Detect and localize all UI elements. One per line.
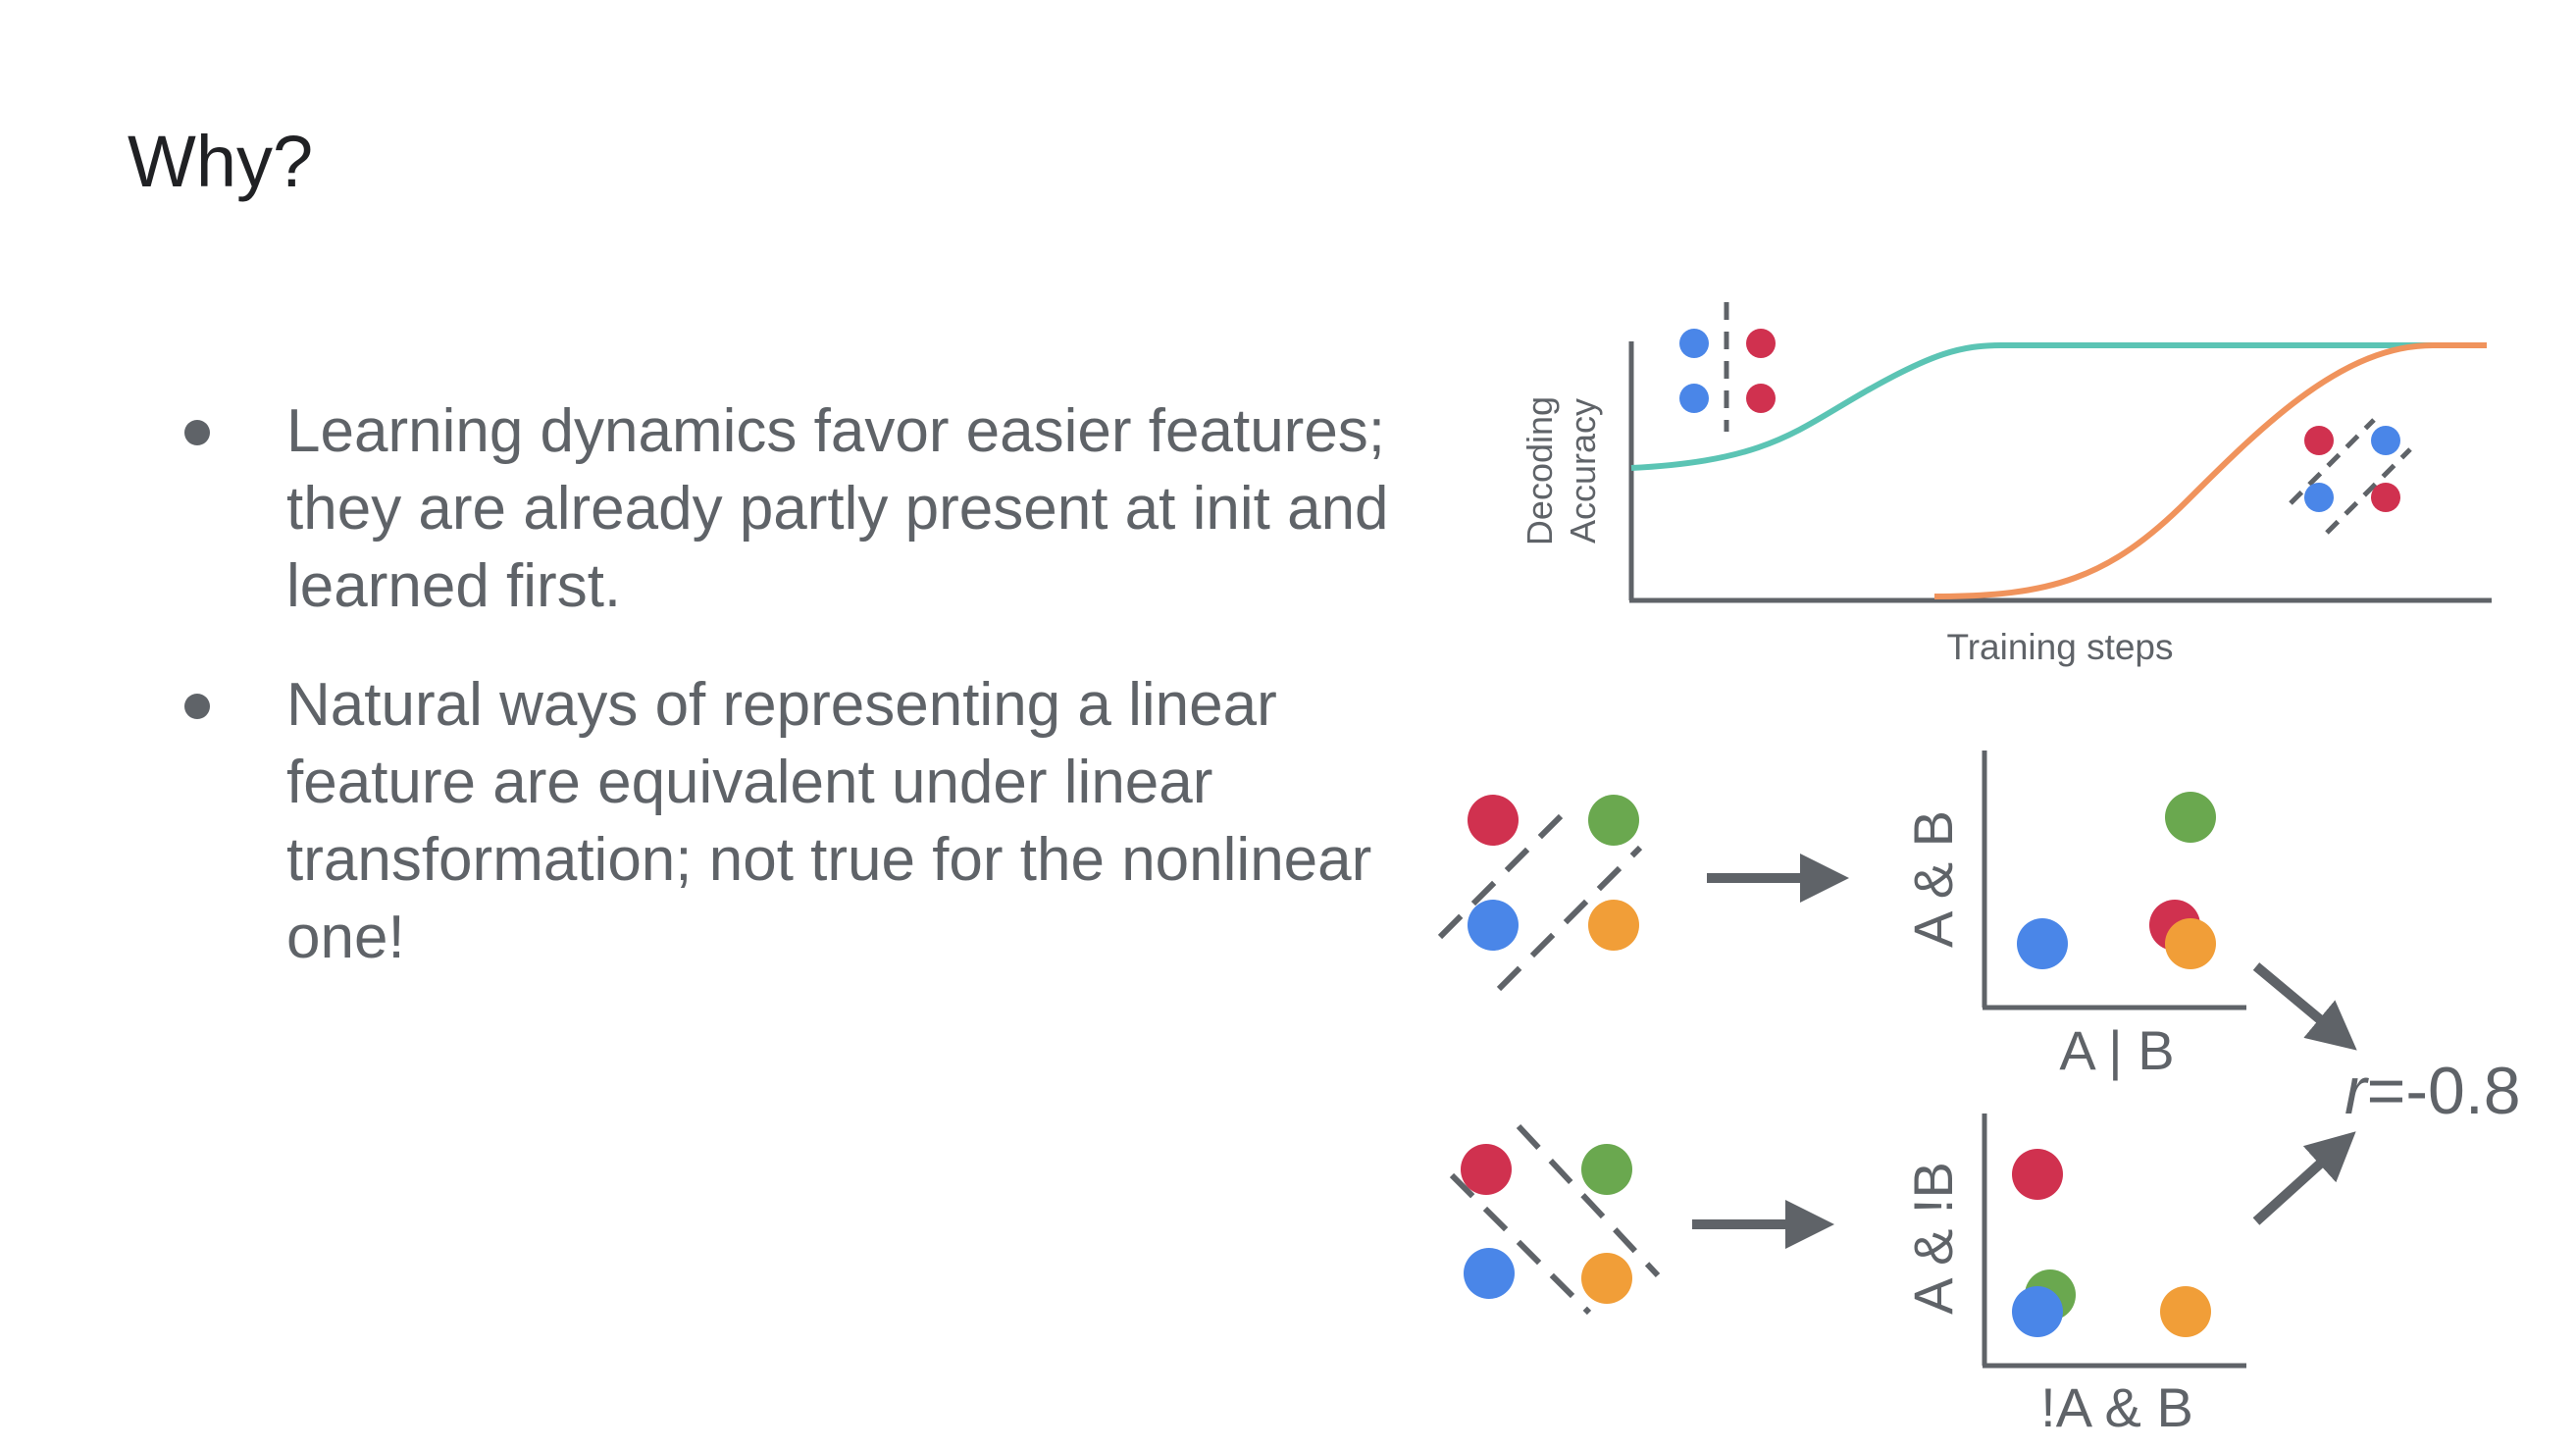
- red-dot: [1746, 329, 1776, 358]
- correlation-result: r=-0.8: [2344, 1054, 2521, 1128]
- separator-line: [1516, 1123, 1661, 1278]
- diagonal-arrow-icon: [2252, 962, 2357, 1051]
- blue-dot: [2017, 918, 2068, 969]
- red-dot: [1468, 795, 1519, 846]
- blue-dot: [1679, 384, 1709, 413]
- blue-dot: [2371, 426, 2400, 455]
- red-dot: [2371, 483, 2400, 512]
- green-dot: [2165, 792, 2216, 843]
- bullet-text: Natural ways of representing a linear fe…: [286, 671, 1372, 971]
- red-dot: [2304, 426, 2334, 455]
- bullet-list: Learning dynamics favor easier features;…: [177, 392, 1413, 1017]
- slide-title: Why?: [128, 121, 314, 202]
- xor-separation-inset: [2289, 418, 2412, 535]
- representation-one: A & B A | B: [1437, 751, 2246, 1081]
- green-dot: [1581, 1144, 1632, 1195]
- correlation-variable: r: [2344, 1054, 2369, 1128]
- bullet-text: Learning dynamics favor easier features;…: [286, 397, 1389, 620]
- bullet-item: Natural ways of representing a linear fe…: [177, 666, 1413, 976]
- x-axis-label: Training steps: [1946, 627, 2173, 667]
- red-dot: [1746, 384, 1776, 413]
- y-axis-label-line1: Decoding: [1520, 396, 1560, 545]
- orange-dot: [2165, 918, 2216, 969]
- blue-dot: [1468, 900, 1519, 951]
- blue-dot: [2304, 483, 2334, 512]
- plot2-y-label: A & !B: [1902, 1162, 1964, 1315]
- bullet-dot-icon: [184, 420, 210, 445]
- decoding-accuracy-chart: Decoding Accuracy Training steps: [1520, 302, 2492, 667]
- orange-dot: [1588, 900, 1639, 951]
- separator-line: [2325, 447, 2412, 535]
- linear-separation-inset: [1679, 302, 1776, 432]
- hard-feature-curve: [1933, 342, 2487, 599]
- bullet-dot-icon: [184, 694, 210, 719]
- orange-dot: [2160, 1286, 2211, 1337]
- orange-dot: [1581, 1253, 1632, 1304]
- diagonal-arrow-icon: [2252, 1131, 2356, 1225]
- correlation-value: =-0.8: [2367, 1054, 2521, 1128]
- plot1-y-label: A & B: [1902, 810, 1964, 948]
- blue-dot: [1679, 329, 1709, 358]
- separator-line: [2289, 418, 2376, 505]
- red-dot: [2012, 1149, 2063, 1200]
- blue-dot: [1464, 1248, 1515, 1299]
- representation-two: A & !B !A & B: [1449, 1113, 2246, 1438]
- y-axis-label-line2: Accuracy: [1563, 398, 1603, 544]
- red-dot: [1461, 1144, 1512, 1195]
- bullet-item: Learning dynamics favor easier features;…: [177, 392, 1413, 625]
- separator-line: [1449, 1172, 1592, 1316]
- easy-feature-curve: [1630, 342, 2487, 471]
- plot1-x-label: A | B: [2059, 1019, 2174, 1081]
- green-dot: [1588, 795, 1639, 846]
- separator-line: [1496, 845, 1643, 992]
- plot2-x-label: !A & B: [2040, 1376, 2193, 1438]
- separator-line: [1437, 804, 1572, 940]
- blue-dot: [2012, 1286, 2063, 1337]
